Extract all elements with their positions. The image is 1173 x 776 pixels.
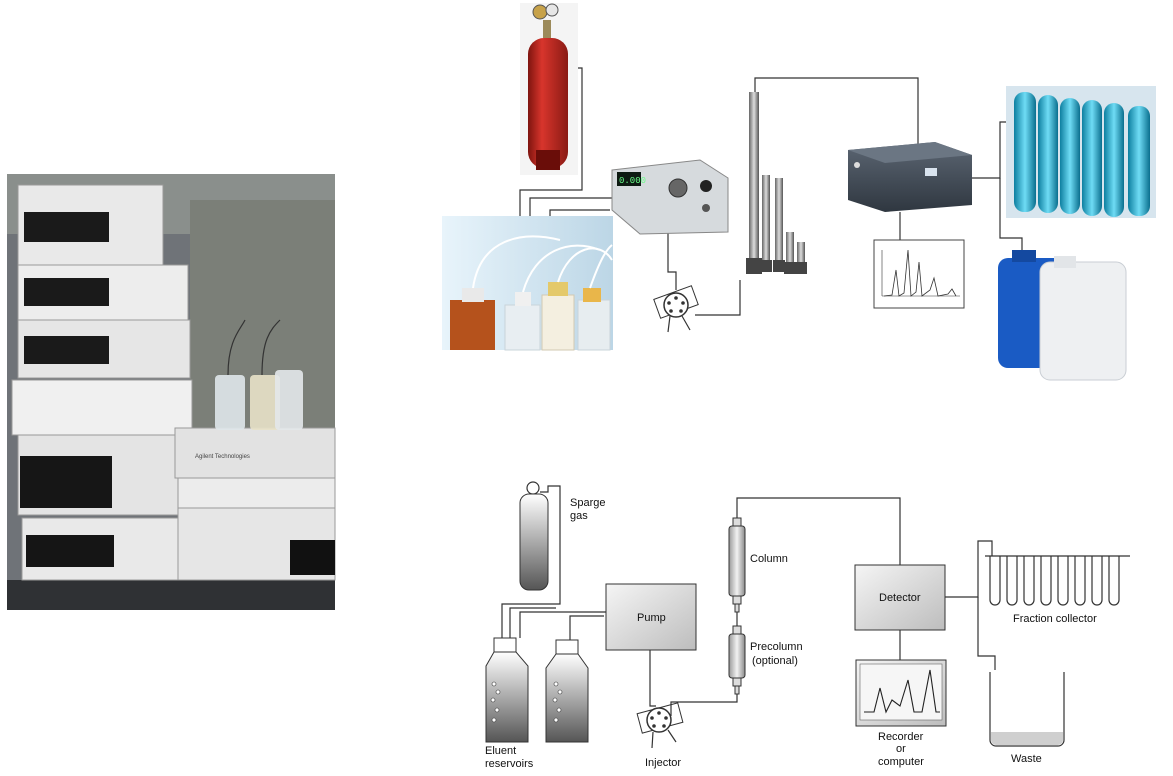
column-label: Column — [750, 553, 788, 565]
pump-device: 0.000 — [611, 159, 729, 235]
eluent-label-2: reservoirs — [485, 758, 534, 770]
eluent-bottles-photo — [442, 216, 613, 351]
waste-label: Waste — [1011, 753, 1042, 765]
fraction-collector-label: Fraction collector — [1013, 613, 1097, 625]
detector-box: Detector — [854, 564, 946, 631]
autosampler-module: Agilent Technologies — [174, 427, 336, 581]
eluent-label-1: Eluent — [485, 745, 516, 757]
eluent-reservoir-1 — [485, 637, 529, 743]
hplc-instrument-photo: Agilent Technologies — [7, 174, 336, 610]
sparge-gas-label-1: Sparge — [570, 497, 605, 509]
pump-display: 0.000 — [619, 176, 646, 186]
columns-illustration — [746, 92, 807, 274]
recorder-box — [855, 659, 947, 727]
realistic-schematic: 0.000 — [442, 3, 1156, 381]
sparge-gas-label-2: gas — [570, 510, 588, 522]
recorder-label-3: computer — [878, 756, 924, 768]
pump-label: Pump — [637, 612, 666, 624]
recorder-label-1: Recorder — [878, 731, 924, 743]
injector-valve — [636, 702, 684, 749]
precolumn-label-2: (optional) — [752, 655, 798, 667]
eluent-reservoir-2 — [545, 639, 589, 743]
solvent-bottles-photo — [215, 319, 303, 430]
sparge-gas-cylinder — [519, 481, 549, 591]
waste-canisters-photo — [998, 250, 1127, 381]
column — [728, 517, 746, 613]
fraction-tubes-photo — [1006, 86, 1156, 218]
detector-label: Detector — [879, 592, 921, 604]
pump-box: Pump — [605, 583, 697, 651]
injector-valve-illustration — [653, 285, 699, 333]
precolumn-label-1: Precolumn — [750, 641, 803, 653]
lineart-schematic: Sparge gas Eluent reservoirs Pump — [485, 481, 1130, 770]
waste-container — [989, 672, 1065, 747]
fraction-collector — [985, 555, 1130, 606]
recorder-label-2: or — [896, 743, 906, 755]
brand-label: Agilent Technologies — [195, 454, 250, 460]
injector-label: Injector — [645, 757, 681, 769]
instrument-stack — [11, 184, 193, 581]
detector-device — [848, 142, 972, 212]
gas-cylinder — [520, 3, 578, 175]
precolumn — [728, 625, 746, 695]
chromatogram-printout — [873, 239, 965, 309]
